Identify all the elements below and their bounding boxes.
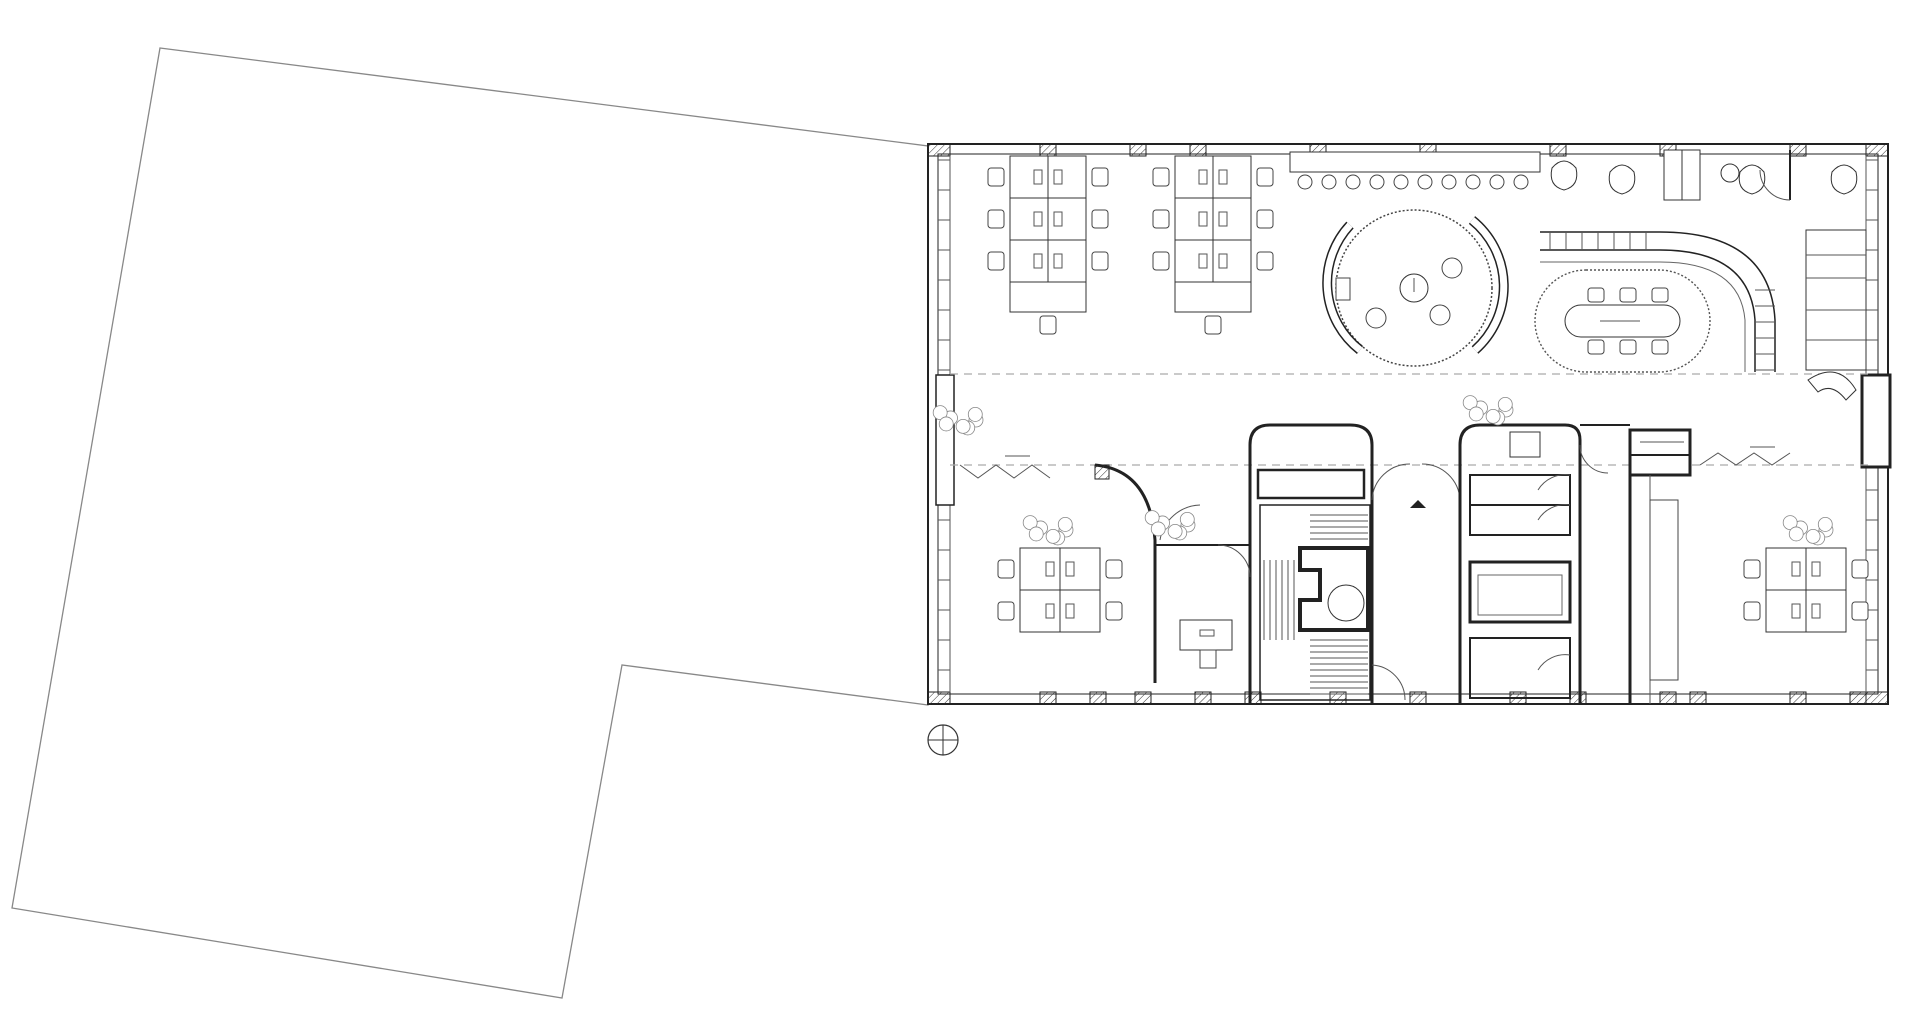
workstation-cluster-c: [997, 547, 1123, 633]
stair-core: [1248, 423, 1374, 704]
entrance-arrow-icon: [1410, 500, 1426, 508]
workstation-cluster-d: [1743, 547, 1869, 633]
lounge-seating: [1550, 149, 1858, 201]
curved-bookshelf: [1540, 231, 1776, 372]
restroom-block: [1458, 423, 1630, 704]
bar-counter: [1289, 151, 1541, 190]
oval-conference-room: [1534, 269, 1711, 373]
plants: [932, 395, 1834, 546]
folding-partition-right: [1699, 452, 1791, 466]
north-arrow-icon: [927, 724, 959, 756]
kitchenette: [1628, 428, 1692, 704]
workstation-cluster-a: [987, 155, 1109, 335]
folding-partition-left: [959, 464, 1051, 479]
site-outline: [11, 47, 929, 999]
corner-sofa: [1807, 371, 1857, 401]
workstation-cluster-b: [1152, 155, 1274, 335]
wall-shelving-right: [1805, 229, 1867, 371]
round-meeting-pod: [1322, 209, 1509, 367]
